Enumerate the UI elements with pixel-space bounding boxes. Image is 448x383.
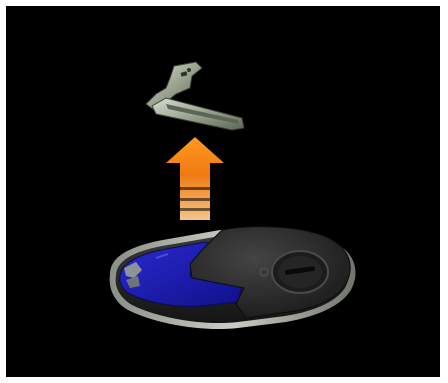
- key-fob-illustration: [6, 6, 440, 377]
- emergency-key-blade-icon: [146, 62, 244, 130]
- arrow-up-icon: [166, 137, 224, 220]
- illustration-frame: [6, 6, 440, 377]
